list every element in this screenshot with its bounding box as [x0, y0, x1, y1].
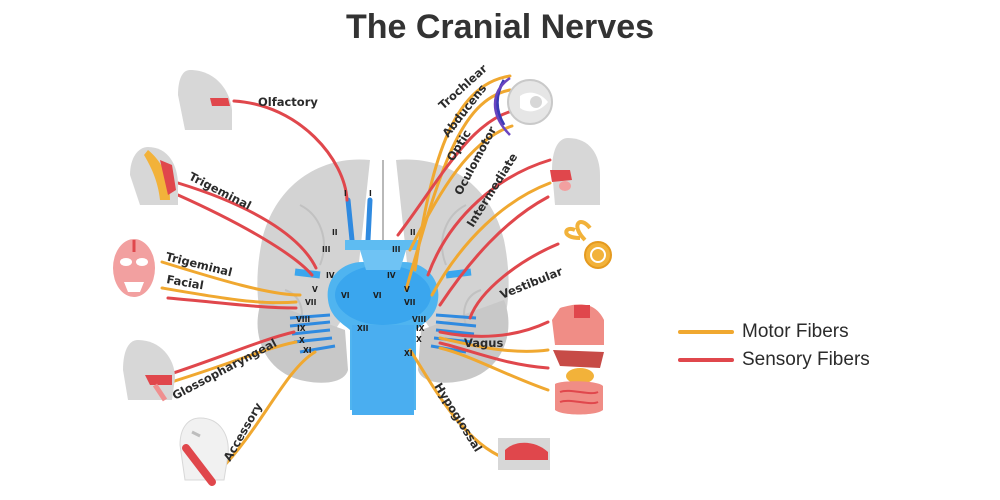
trigeminal-face-icon: [130, 147, 178, 205]
numeral-xii: XII: [357, 324, 369, 333]
neck-skull-icon: [179, 417, 229, 486]
vagus-fiber-3: [438, 341, 550, 370]
numeral-vii-left: VII: [305, 298, 317, 307]
numeral-x-left: X: [299, 336, 305, 345]
numeral-iii-left: III: [322, 245, 331, 254]
trigeminal-motor-fiber: [160, 260, 302, 297]
numeral-vii-right: VII: [404, 298, 416, 307]
numeral-ix-right: IX: [416, 324, 425, 333]
accessory-fiber: [218, 350, 317, 472]
hypoglossal-label: Hypoglossal: [431, 380, 485, 454]
inner-ear-icon: [564, 220, 612, 269]
legend: Motor Fibers Sensory Fibers: [678, 318, 870, 374]
brain: [257, 159, 509, 383]
page-title: The Cranial Nerves: [345, 8, 655, 46]
numeral-ii-left: II: [332, 228, 338, 237]
vagus-fiber-2: [438, 336, 550, 353]
numeral-vi-right: VI: [373, 291, 382, 300]
intermediate-fiber-2: [430, 181, 552, 297]
olfactory-label: Olfactory: [258, 95, 318, 109]
throat-head-icon: [123, 340, 175, 402]
glossopharyngeal-fiber-1: [156, 330, 296, 380]
abducens-fiber: [404, 88, 512, 292]
numeral-ii-right: II: [410, 228, 416, 237]
numeral-iv-right: IV: [387, 271, 396, 280]
numeral-i-right: I: [369, 189, 372, 198]
numeral-viii-right: VIII: [412, 315, 426, 324]
motor-fibers-label: Motor Fibers: [742, 321, 849, 342]
glossopharyngeal-fiber-2: [156, 340, 298, 388]
numeral-iii-right: III: [392, 245, 401, 254]
organs-icon: [552, 304, 604, 415]
vagus-fiber-1: [438, 320, 550, 338]
intermediate-fiber-3: [438, 195, 550, 307]
numeral-x-right: X: [416, 335, 422, 344]
facial-fiber-sensory: [166, 296, 298, 310]
numeral-ix-left: IX: [297, 324, 306, 333]
numeral-v-left: V: [312, 285, 318, 294]
numeral-xi-right: XI: [404, 349, 413, 358]
numeral-viii-left: VIII: [296, 315, 310, 324]
oculomotor-fiber: [408, 124, 514, 252]
accessory-label: Accessory: [220, 400, 265, 464]
mouth-head-icon: [550, 138, 600, 205]
numeral-i-left: I: [344, 189, 347, 198]
vagus-fiber-4: [438, 346, 550, 392]
brainstem: [289, 197, 477, 415]
tongue-mouth-icon: [498, 438, 550, 470]
motor-swatch: [678, 330, 734, 334]
legend-item-sensory: Sensory Fibers: [678, 346, 870, 374]
sensory-swatch: [678, 358, 734, 362]
numeral-vi-left: VI: [341, 291, 350, 300]
trigeminal-sensory-fiber-1: [176, 181, 318, 270]
numeral-iv-left: IV: [326, 271, 335, 280]
legend-item-motor: Motor Fibers: [678, 318, 870, 346]
hypoglossal-fiber: [408, 348, 506, 460]
olfactory-fiber: [232, 99, 349, 202]
nose-head-icon: [178, 70, 232, 130]
facial-muscles-icon: [113, 239, 155, 297]
nerve-numbers: I I II II III III IV IV V V VI VI VII VI…: [296, 189, 426, 358]
facial-fiber-motor: [160, 286, 298, 305]
eye-icon: [493, 76, 553, 136]
trigeminal-sensory-fiber-2: [176, 193, 314, 277]
vestibular-fiber: [468, 242, 560, 320]
sensory-fibers-label: Sensory Fibers: [742, 349, 870, 370]
numeral-xi-left: XI: [303, 346, 312, 355]
numeral-v-right: V: [404, 285, 410, 294]
vagus-label: Vagus: [464, 336, 503, 350]
trigeminal-sensory-label: Trigeminal: [187, 169, 254, 212]
facial-label: Facial: [165, 272, 204, 292]
intermediate-fiber-1: [426, 158, 552, 277]
